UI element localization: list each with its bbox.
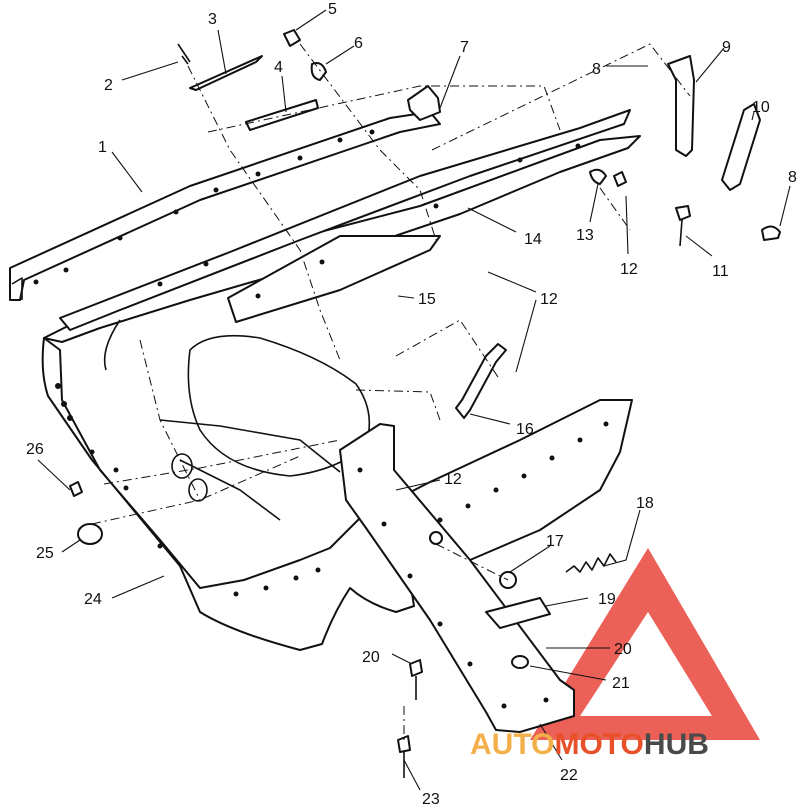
callout-15: 15	[418, 291, 436, 308]
watermark-logo-text: AUTOMOTOHUB	[470, 728, 709, 761]
watermark-hub: HUB	[644, 728, 709, 761]
callout-13: 13	[576, 227, 594, 244]
hood-mounting-holes	[55, 383, 609, 597]
upper-rail	[9, 111, 441, 301]
callout-25: 25	[36, 545, 54, 562]
svg-text:AUTOMOTOHUB: AUTOMOTOHUB	[470, 728, 709, 761]
callout-22: 22	[560, 767, 578, 784]
callout-18: 18	[636, 495, 654, 512]
callout-20-right: 20	[614, 641, 632, 658]
long-brace	[59, 109, 631, 331]
callout-12-a: 12	[620, 261, 638, 278]
callout-labels: 1 2 3 4 5 6 7 8 8 9 10 11 12 12 12 13 14…	[26, 1, 797, 806]
callout-10: 10	[752, 99, 770, 116]
callout-leaders	[37, 9, 791, 791]
callout-9: 9	[722, 39, 731, 56]
watermark-auto: AUTO	[470, 728, 554, 761]
callout-12-b: 12	[540, 291, 558, 308]
callout-3: 3	[208, 11, 217, 28]
alignment-lines	[91, 43, 691, 740]
callout-2: 2	[104, 77, 113, 94]
callout-19: 19	[598, 591, 616, 608]
callout-1: 1	[98, 139, 107, 156]
lower-crossmember	[339, 423, 575, 733]
watermark-logo-triangle	[530, 548, 760, 740]
callout-8-right: 8	[788, 169, 797, 186]
callout-24: 24	[84, 591, 102, 608]
callout-21: 21	[612, 675, 630, 692]
callout-12-c: 12	[444, 471, 462, 488]
callout-11: 11	[712, 263, 729, 280]
callout-20-left: 20	[362, 649, 380, 666]
callout-26: 26	[26, 441, 44, 458]
callout-14: 14	[524, 231, 542, 248]
callout-5: 5	[328, 1, 337, 18]
callout-4: 4	[274, 59, 283, 76]
center-plate	[227, 235, 441, 323]
callout-8-top: 8	[592, 61, 601, 78]
hardware-parts	[69, 29, 781, 778]
callout-16: 16	[516, 421, 534, 438]
watermark-moto: MOTO	[554, 728, 643, 761]
callout-6: 6	[354, 35, 363, 52]
callout-17: 17	[546, 533, 564, 550]
callout-23: 23	[422, 791, 440, 806]
callout-7: 7	[460, 39, 469, 56]
